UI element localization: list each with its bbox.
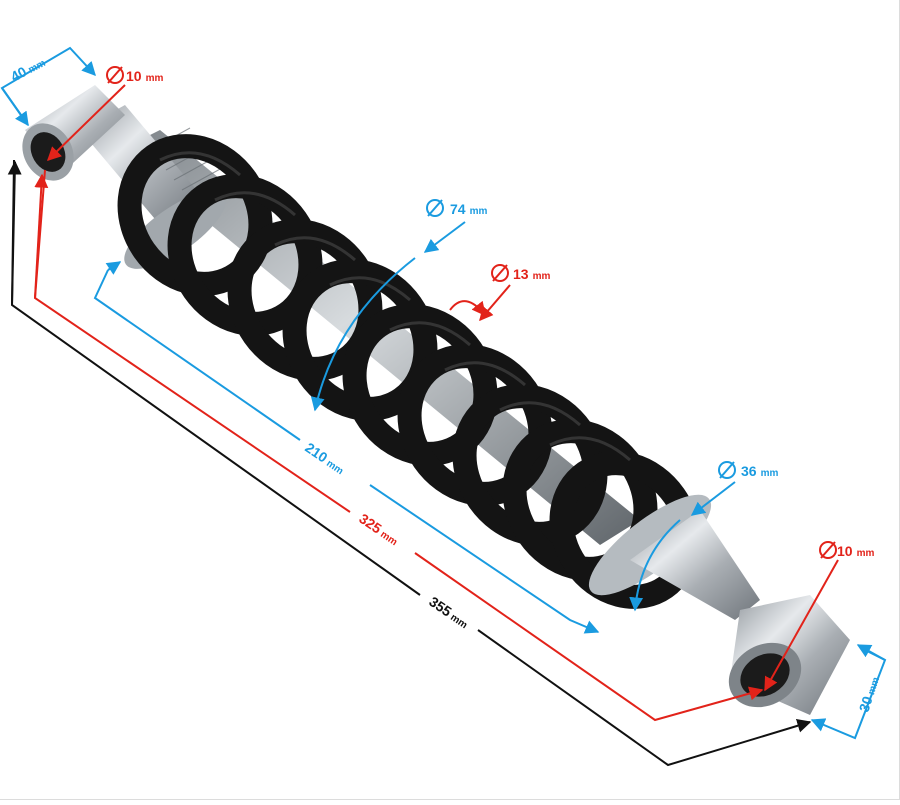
label-overall-length: 355mm — [426, 593, 472, 631]
dim-bottom-eye-width — [810, 644, 887, 740]
svg-text:10mm: 10mm — [837, 543, 874, 559]
label-top-eye-width: 40mm — [8, 53, 48, 85]
dim-wire-diameter — [449, 264, 511, 322]
svg-text:210mm: 210mm — [302, 439, 348, 477]
shock-absorber — [22, 85, 850, 715]
label-spring-length: 210mm — [302, 439, 348, 477]
dim-spring-diameter — [310, 199, 466, 412]
svg-text:40mm: 40mm — [8, 53, 48, 84]
label-eye-to-eye: 325mm — [356, 510, 402, 548]
dim-overall-length — [7, 159, 812, 767]
dim-bottom-bolt — [764, 541, 839, 692]
dim-top-bolt — [46, 66, 126, 161]
dim-eye-to-eye — [33, 169, 764, 722]
svg-text:325mm: 325mm — [356, 510, 402, 548]
coil-spring — [117, 134, 701, 609]
dim-top-eye-width — [0, 46, 96, 127]
svg-text:30mm: 30mm — [856, 674, 882, 714]
label-bottom-eye-width: 30mm — [856, 674, 882, 714]
svg-text:10mm: 10mm — [126, 68, 163, 84]
bottom-spring-seat — [588, 494, 712, 596]
dim-spring-length — [93, 261, 600, 634]
dim-body-diameter — [629, 461, 736, 612]
svg-text:355mm: 355mm — [426, 593, 472, 631]
